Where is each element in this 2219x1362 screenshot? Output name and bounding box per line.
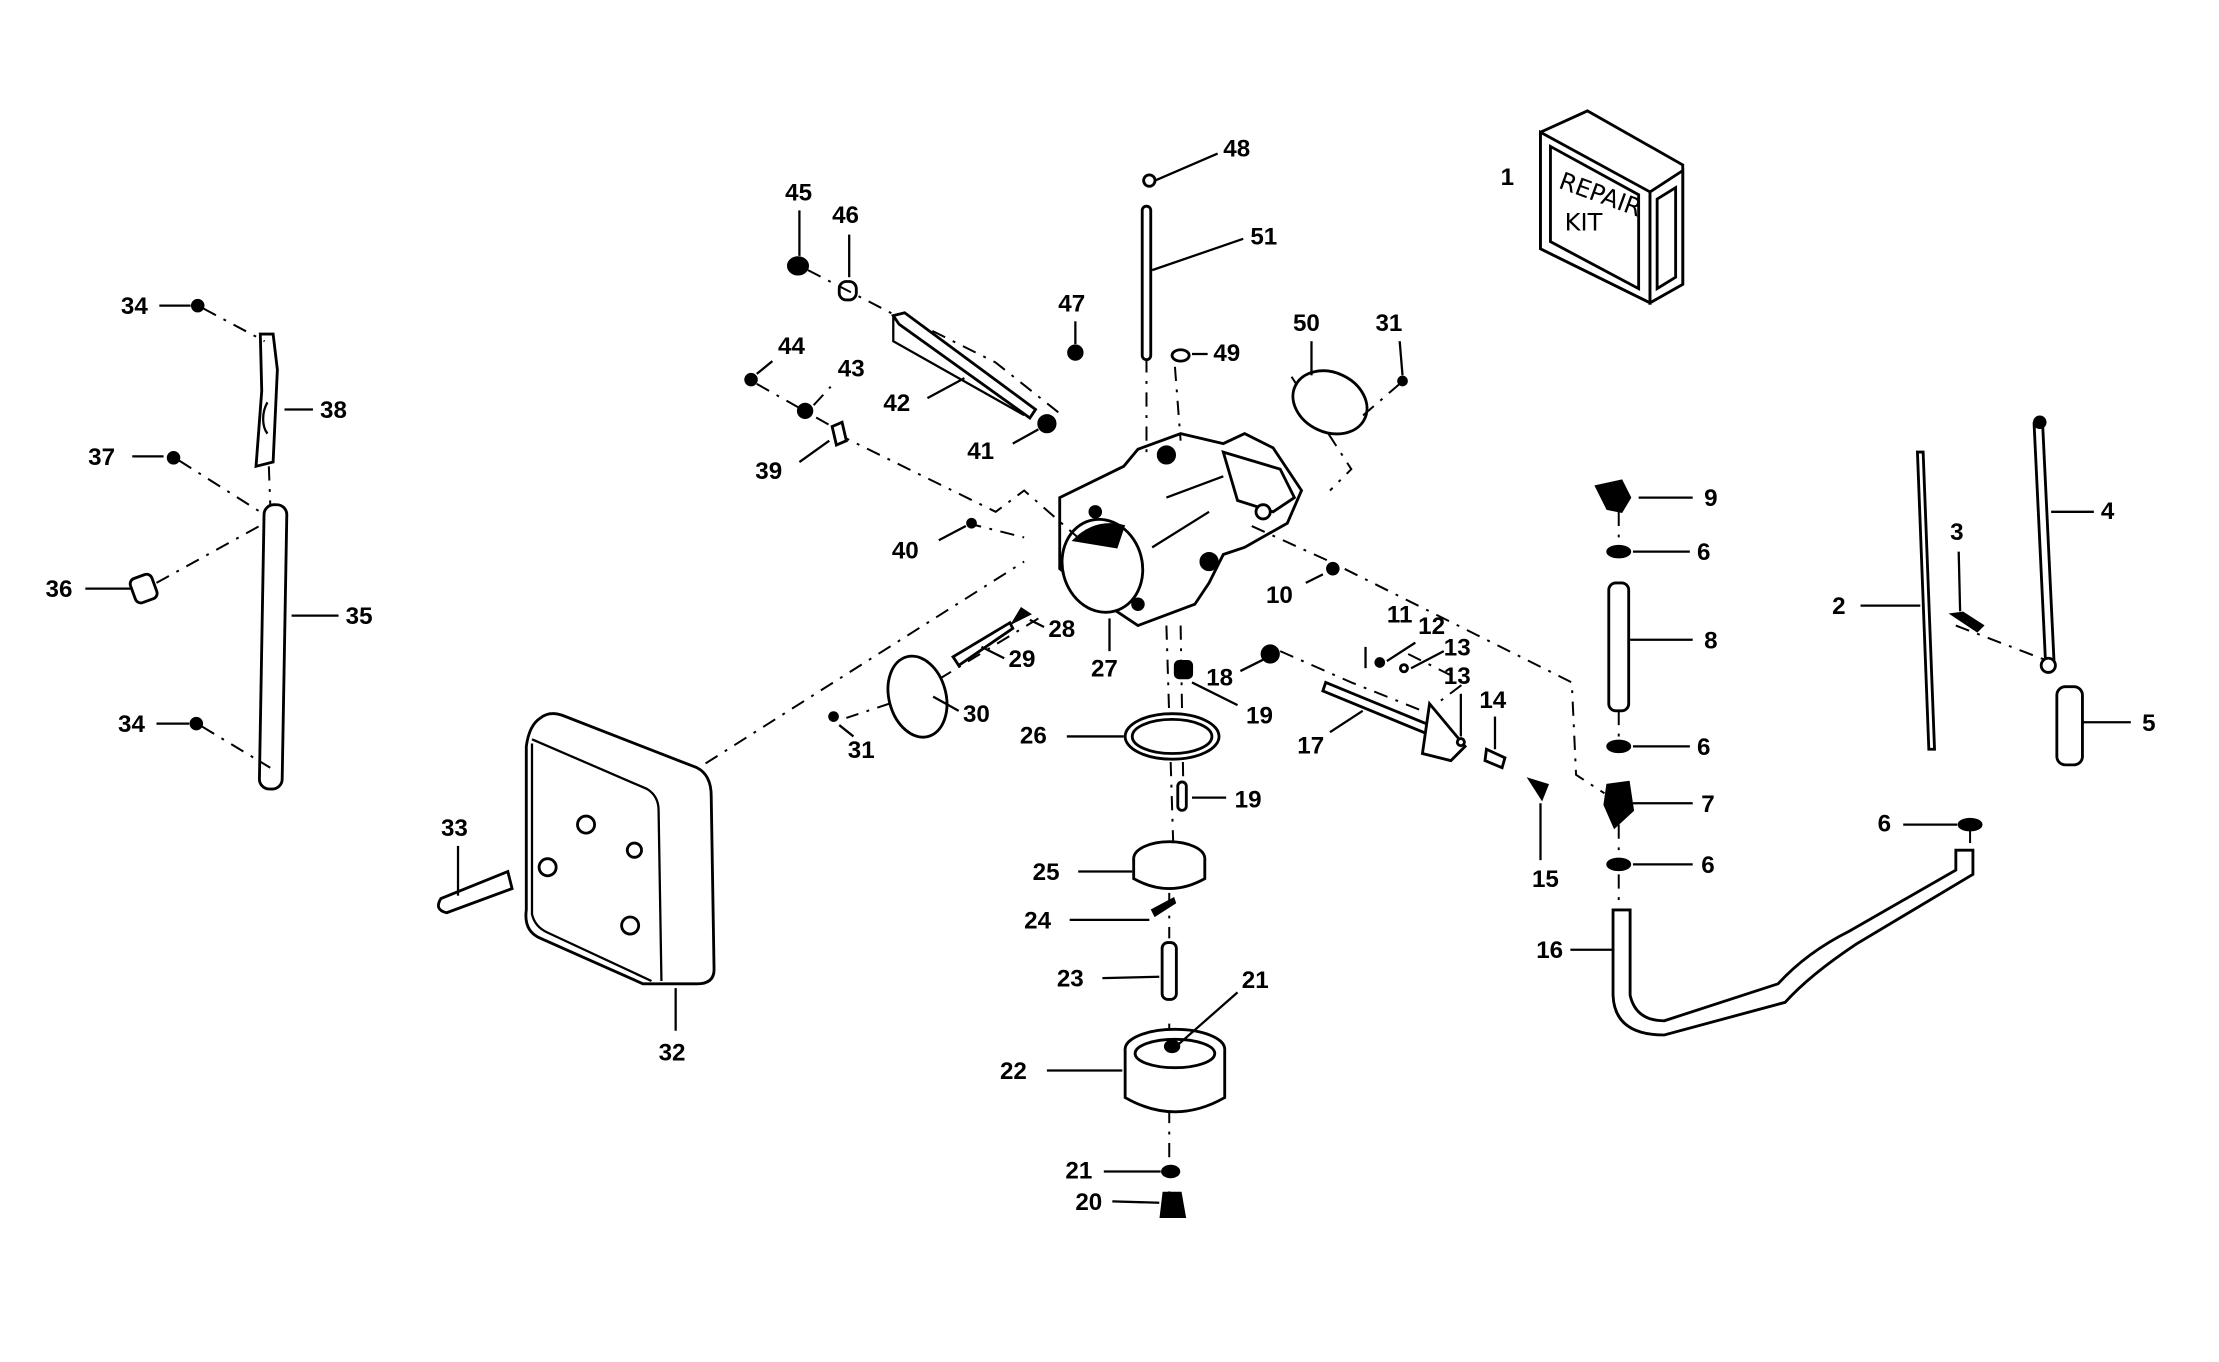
callout-4[interactable]: 4	[2101, 498, 2115, 525]
callout-30[interactable]: 30	[963, 701, 990, 728]
callout-5[interactable]: 5	[2142, 710, 2155, 737]
callout-18[interactable]: 18	[1206, 664, 1233, 691]
callout-1[interactable]: 1	[1501, 164, 1514, 191]
rods	[1915, 415, 2084, 767]
callout-24[interactable]: 24	[1024, 907, 1051, 934]
callout-51[interactable]: 51	[1250, 224, 1277, 251]
callout-19b[interactable]: 19	[1235, 787, 1262, 814]
callout-12[interactable]: 12	[1418, 613, 1445, 640]
callout-28[interactable]: 28	[1048, 616, 1075, 643]
throttle-shaft-cluster	[1321, 561, 1550, 802]
callout-13a[interactable]: 13	[1444, 634, 1471, 661]
callout-21b[interactable]: 21	[1065, 1158, 1092, 1185]
throttle-cluster	[828, 606, 1032, 739]
callout-25[interactable]: 25	[1033, 859, 1060, 886]
bowl-stack	[1123, 644, 1280, 1219]
assembly-lines	[835, 255, 2049, 1206]
callout-46[interactable]: 46	[832, 202, 859, 229]
callout-26[interactable]: 26	[1020, 723, 1047, 750]
callout-37[interactable]: 37	[88, 444, 115, 471]
callout-23[interactable]: 23	[1057, 966, 1084, 993]
callout-47[interactable]: 47	[1058, 290, 1085, 317]
callout-33[interactable]: 33	[441, 815, 468, 842]
callout-17[interactable]: 17	[1297, 733, 1324, 760]
callout-40[interactable]: 40	[892, 538, 919, 565]
callout-6b[interactable]: 6	[1697, 734, 1710, 761]
callout-39[interactable]: 39	[755, 458, 782, 485]
callout-45[interactable]: 45	[785, 179, 812, 206]
callout-2[interactable]: 2	[1832, 593, 1845, 620]
callout-43[interactable]: 43	[838, 356, 865, 383]
callout-31a[interactable]: 31	[848, 737, 875, 764]
callout-16[interactable]: 16	[1536, 937, 1563, 964]
callout-31b[interactable]: 31	[1375, 310, 1402, 337]
callout-6d[interactable]: 6	[1878, 811, 1891, 838]
callout-34b[interactable]: 34	[118, 711, 145, 738]
callout-14[interactable]: 14	[1479, 687, 1506, 714]
callout-8[interactable]: 8	[1704, 627, 1717, 654]
callout-32[interactable]: 32	[659, 1040, 686, 1067]
callout-19a[interactable]: 19	[1246, 703, 1273, 730]
callout-6c[interactable]: 6	[1701, 852, 1714, 879]
callout-48[interactable]: 48	[1223, 135, 1250, 162]
callout-22[interactable]: 22	[1000, 1058, 1027, 1085]
callout-20[interactable]: 20	[1075, 1189, 1102, 1216]
callout-11[interactable]: 11	[1387, 602, 1413, 629]
choke-shaft-cluster	[744, 173, 1408, 529]
callout-27[interactable]: 27	[1091, 656, 1118, 683]
callout-21a[interactable]: 21	[1242, 967, 1269, 994]
callout-44[interactable]: 44	[778, 333, 805, 360]
callout-10[interactable]: 10	[1266, 582, 1293, 609]
linkage-assembly	[128, 298, 289, 791]
callouts: 1 2 3 4 5 6 6 6 6 7 8 9 10 11	[46, 135, 2156, 1215]
callout-42[interactable]: 42	[883, 390, 910, 417]
callout-6a[interactable]: 6	[1697, 539, 1710, 566]
air-filter-cover	[437, 560, 1025, 986]
callout-13b[interactable]: 13	[1444, 663, 1471, 690]
callout-50[interactable]: 50	[1293, 310, 1320, 337]
callout-9[interactable]: 9	[1704, 485, 1717, 512]
callout-15[interactable]: 15	[1532, 866, 1559, 893]
callout-7[interactable]: 7	[1701, 791, 1714, 818]
callout-41[interactable]: 41	[967, 438, 994, 465]
callout-49[interactable]: 49	[1213, 340, 1240, 367]
callout-36[interactable]: 36	[46, 576, 73, 603]
callout-35[interactable]: 35	[346, 603, 373, 630]
callout-38[interactable]: 38	[320, 397, 347, 424]
callout-3[interactable]: 3	[1950, 519, 1963, 546]
callout-29[interactable]: 29	[1009, 646, 1036, 673]
repair-kit: REPAIR KIT	[1539, 109, 1685, 306]
repair-kit-text-line2: KIT	[1565, 208, 1603, 236]
carburetor-body	[1058, 432, 1304, 628]
fuel-line	[1594, 479, 1983, 1037]
callout-34a[interactable]: 34	[121, 293, 148, 320]
